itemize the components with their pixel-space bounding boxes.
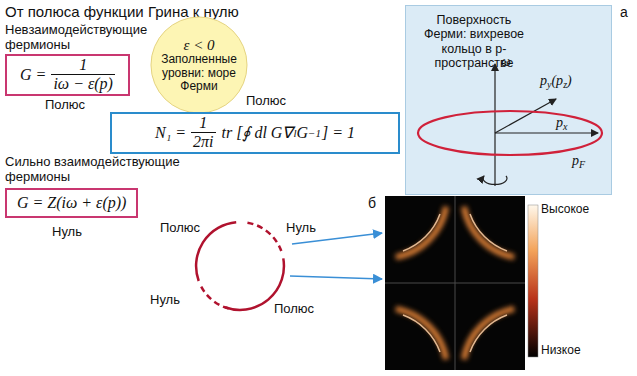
panel-letter: б [368, 196, 376, 212]
denominator: iω − ε(p) [51, 74, 115, 93]
subscript: l [293, 127, 296, 139]
axis-symbol: ) [567, 73, 572, 88]
formula-box: G = 1iω − ε(p) [5, 54, 130, 96]
filled-circle: ε < 0Заполненные уровни: море Ферми [150, 16, 248, 114]
section-heading: Сильно взаимодействующие фермионы [5, 155, 200, 184]
formula-text: N₁ = [155, 124, 186, 142]
color-bar [528, 205, 538, 357]
condition-text: ε < 0 [183, 37, 214, 54]
panel-title: Поверхность Ферми: вихревое кольцо в p-п… [414, 13, 534, 71]
formula-text: G [296, 124, 308, 142]
circle-content: ε < 0Заполненные уровни: море Ферми [161, 37, 237, 94]
fraction: 12πi [191, 115, 215, 151]
denominator: 2πi [191, 132, 215, 151]
axis-label: py(pz) [540, 73, 572, 91]
axis-subscript: x [563, 121, 567, 132]
pole-label: Полюс [160, 221, 200, 236]
axis-subscript: F [579, 159, 585, 170]
formula-box: G = Z(iω + ε(p)) [5, 188, 138, 218]
circle-text: Заполненные уровни: море Ферми [161, 53, 237, 93]
pole-label: Полюс [45, 98, 85, 113]
zero-label: Нуль [150, 293, 180, 308]
panel-fill [405, 5, 612, 195]
axis-subscript: y [547, 79, 551, 90]
axis-label: ω [501, 54, 511, 70]
pole-label: Полюс [274, 302, 314, 317]
panel-letter: а [620, 5, 628, 21]
formula-text: G = [20, 66, 46, 84]
scale-label: Низкое [541, 344, 581, 357]
circle-shape [151, 17, 247, 113]
numerator: 1 [197, 115, 209, 132]
axis-symbol: (p [551, 73, 563, 88]
pointer-arrows [290, 233, 382, 279]
axis-symbol: p [556, 115, 563, 130]
axis-label: px [556, 115, 567, 133]
scale-label: Высокое [541, 203, 589, 216]
formula-text: ] = 1 [322, 124, 355, 142]
spectral-map [385, 196, 525, 370]
zero-label: Нуль [52, 225, 82, 240]
axis-symbol: p [540, 73, 547, 88]
section-heading: Невзаимодействующие фермионы [5, 23, 155, 52]
fraction: 1iω − ε(p) [51, 57, 115, 93]
axis-subscript: z [563, 79, 567, 90]
axis-label: pF [572, 153, 585, 171]
pole-label: Полюс [246, 94, 286, 109]
formula-box: N₁ = 12πi tr [∮ dl G∇lG−1] = 1 [110, 112, 400, 154]
pole-zero-ring [196, 222, 284, 310]
vortex-ring [418, 111, 602, 155]
formula-text: tr [∮ dl G∇ [222, 123, 294, 142]
superscript: −1 [308, 127, 321, 139]
formula-text: G = Z(iω + ε(p)) [17, 194, 126, 212]
zero-label: Нуль [286, 221, 316, 236]
numerator: 1 [77, 57, 89, 74]
axes [483, 64, 598, 186]
axis-symbol: p [572, 153, 579, 168]
